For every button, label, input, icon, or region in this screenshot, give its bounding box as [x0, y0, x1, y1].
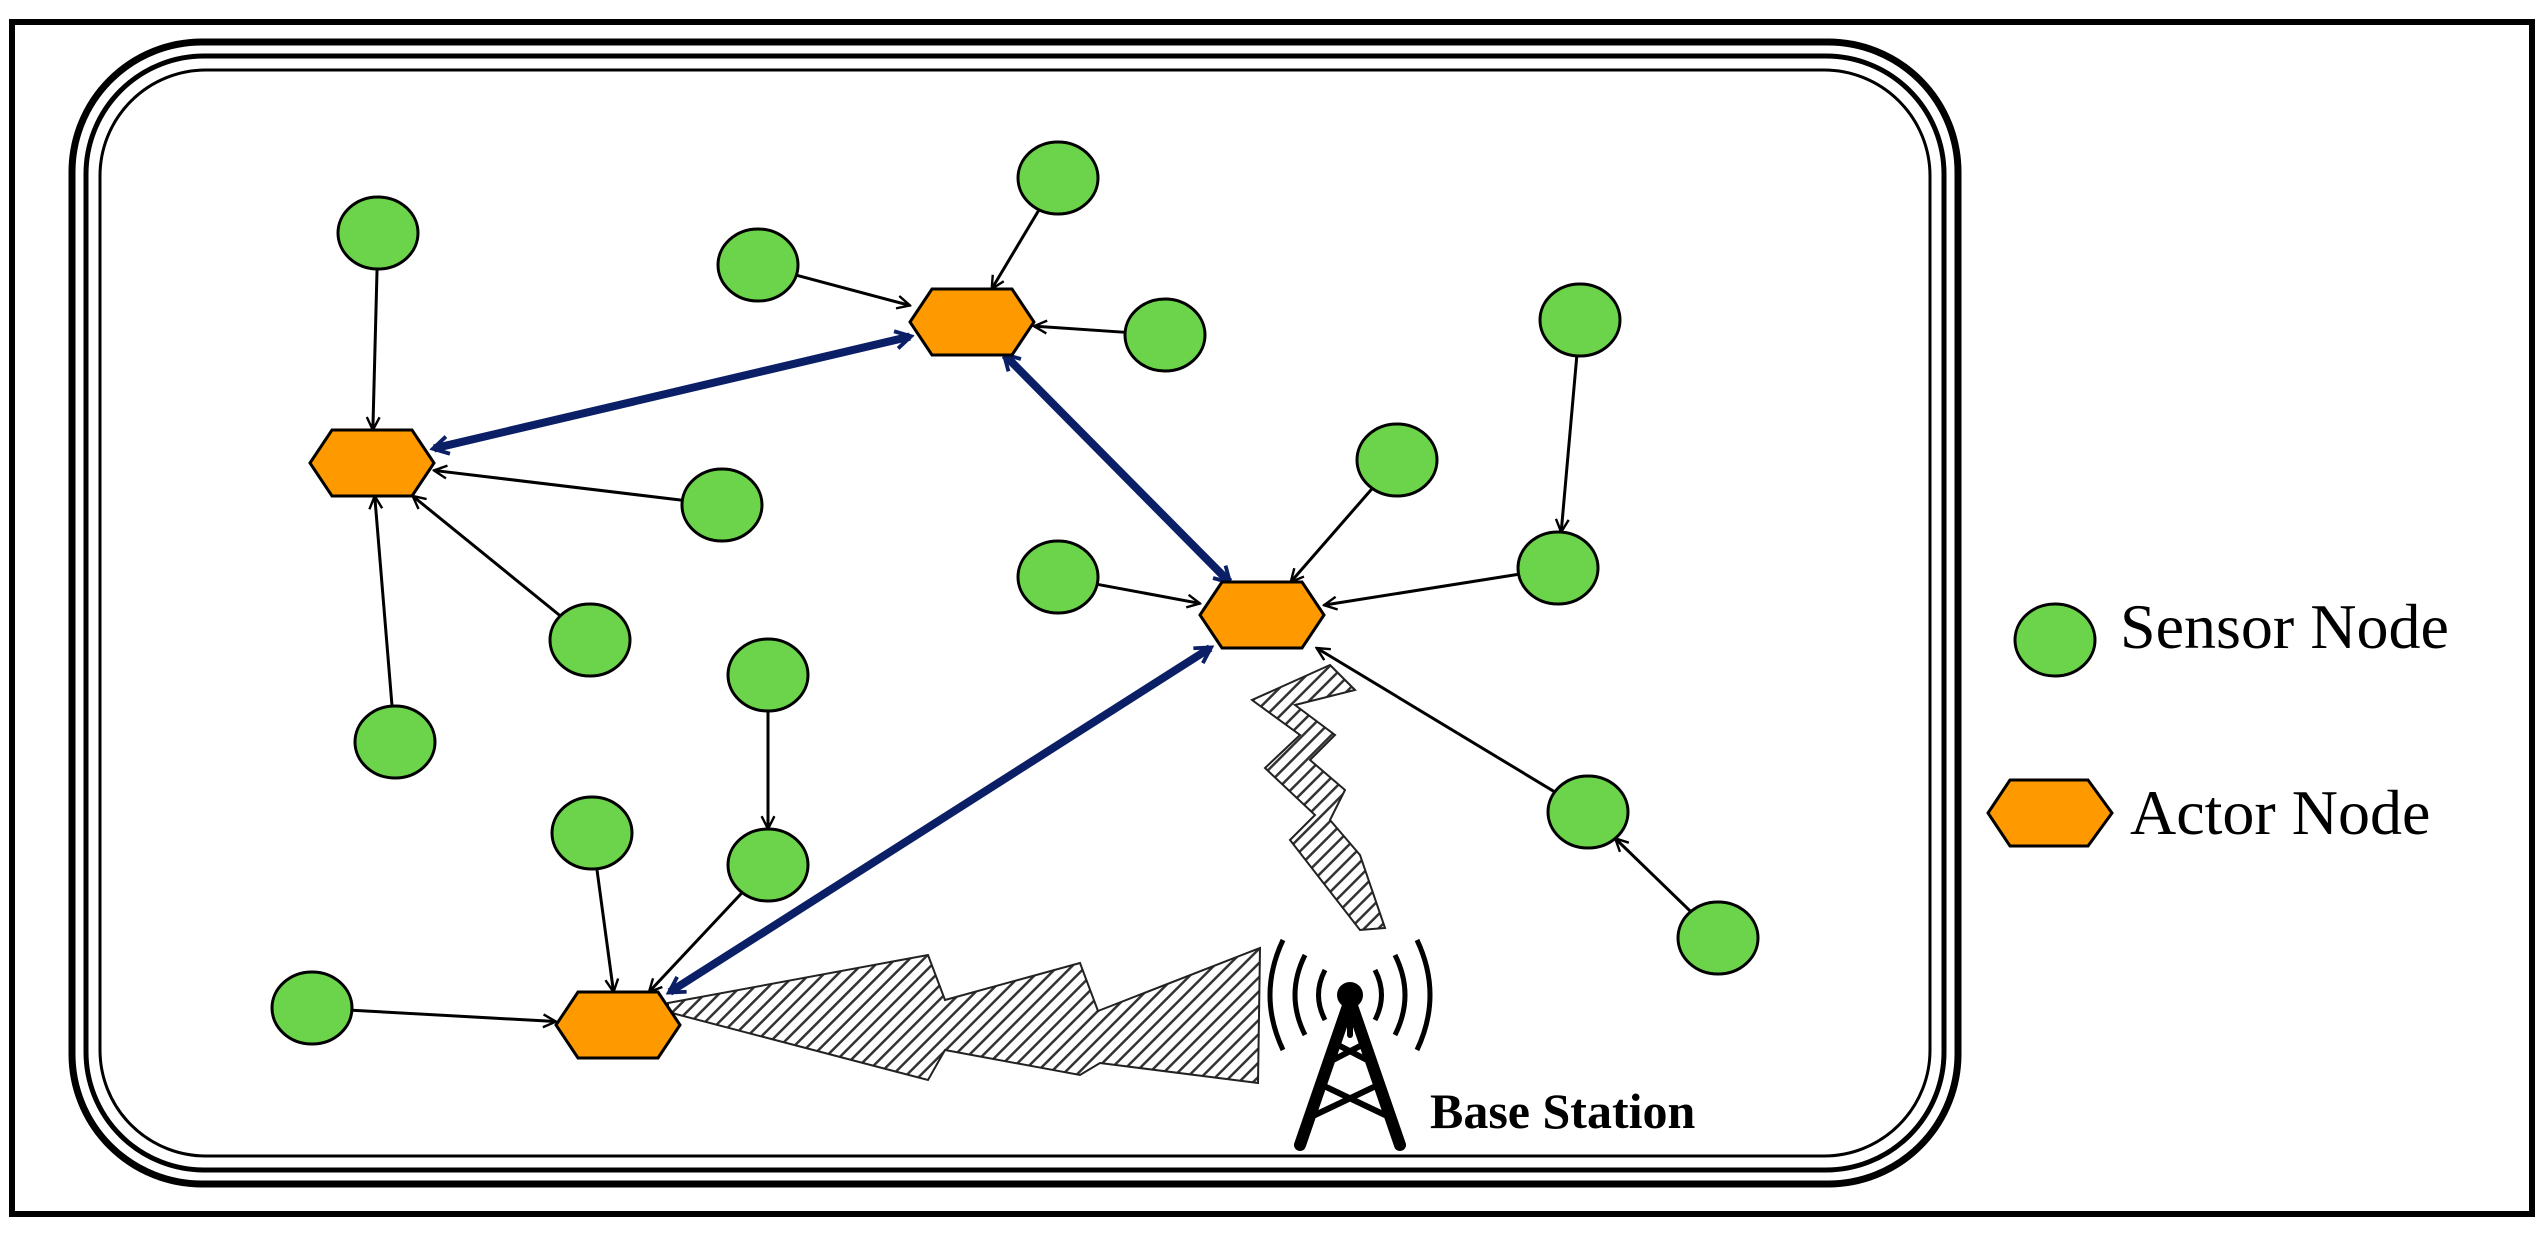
sensor-node-s7: [1123, 297, 1207, 373]
sensor-node-s17: [726, 637, 810, 713]
sensor-link-s4-a1: [375, 496, 394, 707]
legend-actor-swatch: [1986, 778, 2114, 848]
sensor-link-s1-a1: [373, 268, 377, 430]
sensor-node-s2: [680, 467, 764, 543]
sensor-node-s9: [1355, 422, 1439, 498]
actor-node-a2: [908, 287, 1036, 357]
sensor-link-s8-a3: [1096, 582, 1200, 603]
legend: Sensor Node Actor Node: [1986, 591, 2449, 848]
sensor-link-s2-a1: [434, 470, 683, 502]
sensor-link-s7-a2: [1034, 326, 1126, 332]
antenna-icon: [1337, 982, 1363, 1008]
sensor-link-s9-a3: [1291, 487, 1374, 582]
sensor-node-s1: [336, 195, 420, 271]
actor-node-a4: [554, 990, 682, 1060]
legend-actor-label: Actor Node: [2130, 777, 2430, 848]
actor-node-a3: [1198, 580, 1326, 650]
actor-link-a3-a4: [670, 644, 1210, 996]
network-boundary: [68, 38, 1962, 1188]
sensor-node-s10: [1516, 530, 1600, 606]
outer-frame: [9, 19, 2535, 1217]
wireless-link-actor-center: [1250, 663, 1387, 932]
sensor-node-s6: [1016, 140, 1100, 216]
base-station: Base Station: [1267, 938, 1696, 1151]
sensor-link-s5-a2: [795, 273, 910, 305]
actor-node-a1: [308, 428, 436, 498]
radio-waves-icon: [1267, 938, 1433, 1052]
legend-sensor-swatch: [2013, 602, 2097, 678]
sensor-node-s4: [353, 704, 437, 780]
sensor-link-s3-a1: [413, 496, 562, 618]
sensor-node-s16: [726, 827, 810, 903]
sensor-node-s14: [270, 970, 354, 1046]
actor-link-a1-a2: [434, 337, 910, 449]
sensor-node-s13: [1676, 900, 1760, 976]
sensor-link-s10-a3: [1324, 572, 1519, 605]
sensor-link-s12-a3: [1317, 648, 1556, 794]
sensor-link-s6-a2: [992, 208, 1041, 289]
sensor-node-s8: [1016, 539, 1100, 615]
wireless-link-actor-bottom: [667, 946, 1262, 1085]
sensor-link-s11-s10: [1561, 355, 1579, 532]
sensor-link-s13-s12: [1615, 838, 1692, 913]
sensor-node-s11: [1538, 282, 1622, 358]
sensor-link-s14-a4: [351, 1008, 556, 1021]
sensor-node-s3: [548, 602, 632, 678]
sensor-node-s15: [550, 795, 634, 871]
sensor-node-s5: [716, 227, 800, 303]
sensor-link-s15-a4: [595, 868, 614, 992]
tower-icon: [1294, 994, 1406, 1151]
sensor-node-s12: [1546, 774, 1630, 850]
legend-sensor-label: Sensor Node: [2120, 591, 2449, 662]
base-station-label: Base Station: [1430, 1083, 1696, 1139]
actor-link-a2-a3: [1005, 355, 1230, 582]
